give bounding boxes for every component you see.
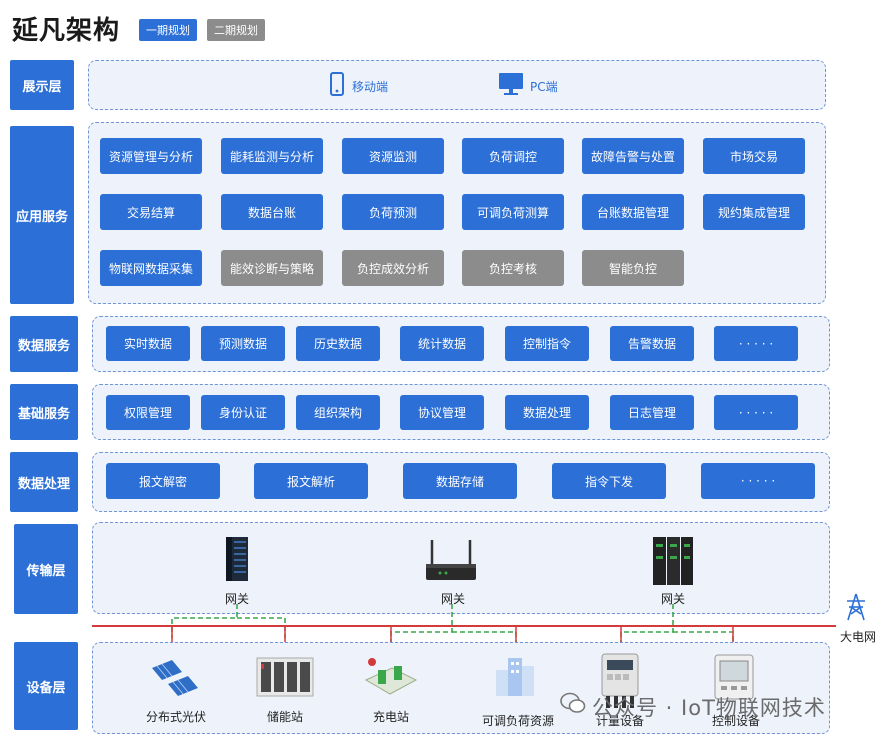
gateway-label-1: 网关 xyxy=(224,592,249,606)
device-layer-panel xyxy=(92,642,830,734)
app-efficiency-diagnosis: 能效诊断与策略 xyxy=(221,250,323,286)
data-service-forecast: 预测数据 xyxy=(201,326,285,361)
layer-label-base-service: 基础服务 xyxy=(10,384,78,440)
server-cabinet-icon xyxy=(652,536,694,586)
base-service-log: 日志管理 xyxy=(610,395,694,430)
app-protocol-integration: 规约集成管理 xyxy=(703,194,805,230)
app-load-forecast: 负荷预测 xyxy=(342,194,444,230)
app-iot-data-collection: 物联网数据采集 xyxy=(100,250,202,286)
display-item-pc: PC端 xyxy=(530,80,558,94)
app-resource-monitoring: 资源监测 xyxy=(342,138,444,174)
legend-phase-2: 二期规划 xyxy=(207,19,265,41)
grid-label: 大电网 xyxy=(839,630,876,644)
gateway-label-3: 网关 xyxy=(660,592,685,606)
display-layer-panel xyxy=(88,60,826,110)
layer-label-application: 应用服务 xyxy=(10,126,74,304)
base-service-permission: 权限管理 xyxy=(106,395,190,430)
device-drops xyxy=(171,626,734,642)
monitor-icon xyxy=(498,72,524,96)
processing-storage: 数据存储 xyxy=(403,463,517,499)
data-service-statistics: 统计数据 xyxy=(400,326,484,361)
router-gateway-icon xyxy=(420,536,482,584)
app-load-control-assessment: 负控考核 xyxy=(462,250,564,286)
base-service-authentication: 身份认证 xyxy=(201,395,285,430)
app-market-trading: 市场交易 xyxy=(703,138,805,174)
legend-phase-1: 一期规划 xyxy=(139,19,197,41)
device-label-solar: 分布式光伏 xyxy=(145,710,206,724)
data-service-more: · · · · · xyxy=(714,326,798,361)
layer-label-transport: 传输层 xyxy=(14,524,78,614)
base-service-more: · · · · · xyxy=(714,395,798,430)
power-tower-icon xyxy=(843,592,869,622)
building-load-icon xyxy=(490,652,540,698)
display-item-mobile: 移动端 xyxy=(352,80,389,94)
data-service-history: 历史数据 xyxy=(296,326,380,361)
device-label-load: 可调负荷资源 xyxy=(481,714,554,728)
page-title: 延凡架构 xyxy=(12,16,121,46)
data-service-control-command: 控制指令 xyxy=(505,326,589,361)
layer-label-data-processing: 数据处理 xyxy=(10,452,78,512)
app-load-regulation: 负荷调控 xyxy=(462,138,564,174)
device-label-meter: 计量设备 xyxy=(595,714,644,728)
battery-storage-icon xyxy=(256,654,314,698)
device-label-charging: 充电站 xyxy=(372,710,409,724)
device-label-control: 控制设备 xyxy=(711,714,760,728)
meter-icon xyxy=(596,652,644,710)
app-load-control-effect: 负控成效分析 xyxy=(342,250,444,286)
layer-label-data-service: 数据服务 xyxy=(10,316,78,372)
base-service-organization: 组织架构 xyxy=(296,395,380,430)
data-service-realtime: 实时数据 xyxy=(106,326,190,361)
solar-panel-icon xyxy=(148,654,202,696)
base-service-protocol: 协议管理 xyxy=(400,395,484,430)
wechat-icon xyxy=(560,692,586,714)
processing-parse: 报文解析 xyxy=(254,463,368,499)
processing-more: · · · · · xyxy=(701,463,815,499)
thermostat-icon xyxy=(714,654,754,700)
app-resource-analysis: 资源管理与分析 xyxy=(100,138,202,174)
charging-station-icon xyxy=(362,656,420,698)
app-ledger-data-mgmt: 台账数据管理 xyxy=(582,194,684,230)
app-fault-alarm: 故障告警与处置 xyxy=(582,138,684,174)
base-service-data-processing: 数据处理 xyxy=(505,395,589,430)
processing-decrypt: 报文解密 xyxy=(106,463,220,499)
gateway-links xyxy=(171,604,734,642)
layer-label-device: 设备层 xyxy=(14,642,78,730)
server-rack-icon xyxy=(224,536,250,582)
data-service-alarm: 告警数据 xyxy=(610,326,694,361)
processing-command-dispatch: 指令下发 xyxy=(552,463,666,499)
layer-label-display: 展示层 xyxy=(10,60,74,110)
watermark-text: 公众号 · IoT物联网技术 xyxy=(592,696,826,720)
mobile-phone-icon xyxy=(330,72,344,96)
device-label-storage: 储能站 xyxy=(266,710,303,724)
gateway-label-2: 网关 xyxy=(440,592,465,606)
app-energy-monitoring: 能耗监测与分析 xyxy=(221,138,323,174)
app-data-ledger: 数据台账 xyxy=(221,194,323,230)
app-trade-settlement: 交易结算 xyxy=(100,194,202,230)
app-adjustable-load-calc: 可调负荷测算 xyxy=(462,194,564,230)
app-smart-load-control: 智能负控 xyxy=(582,250,684,286)
